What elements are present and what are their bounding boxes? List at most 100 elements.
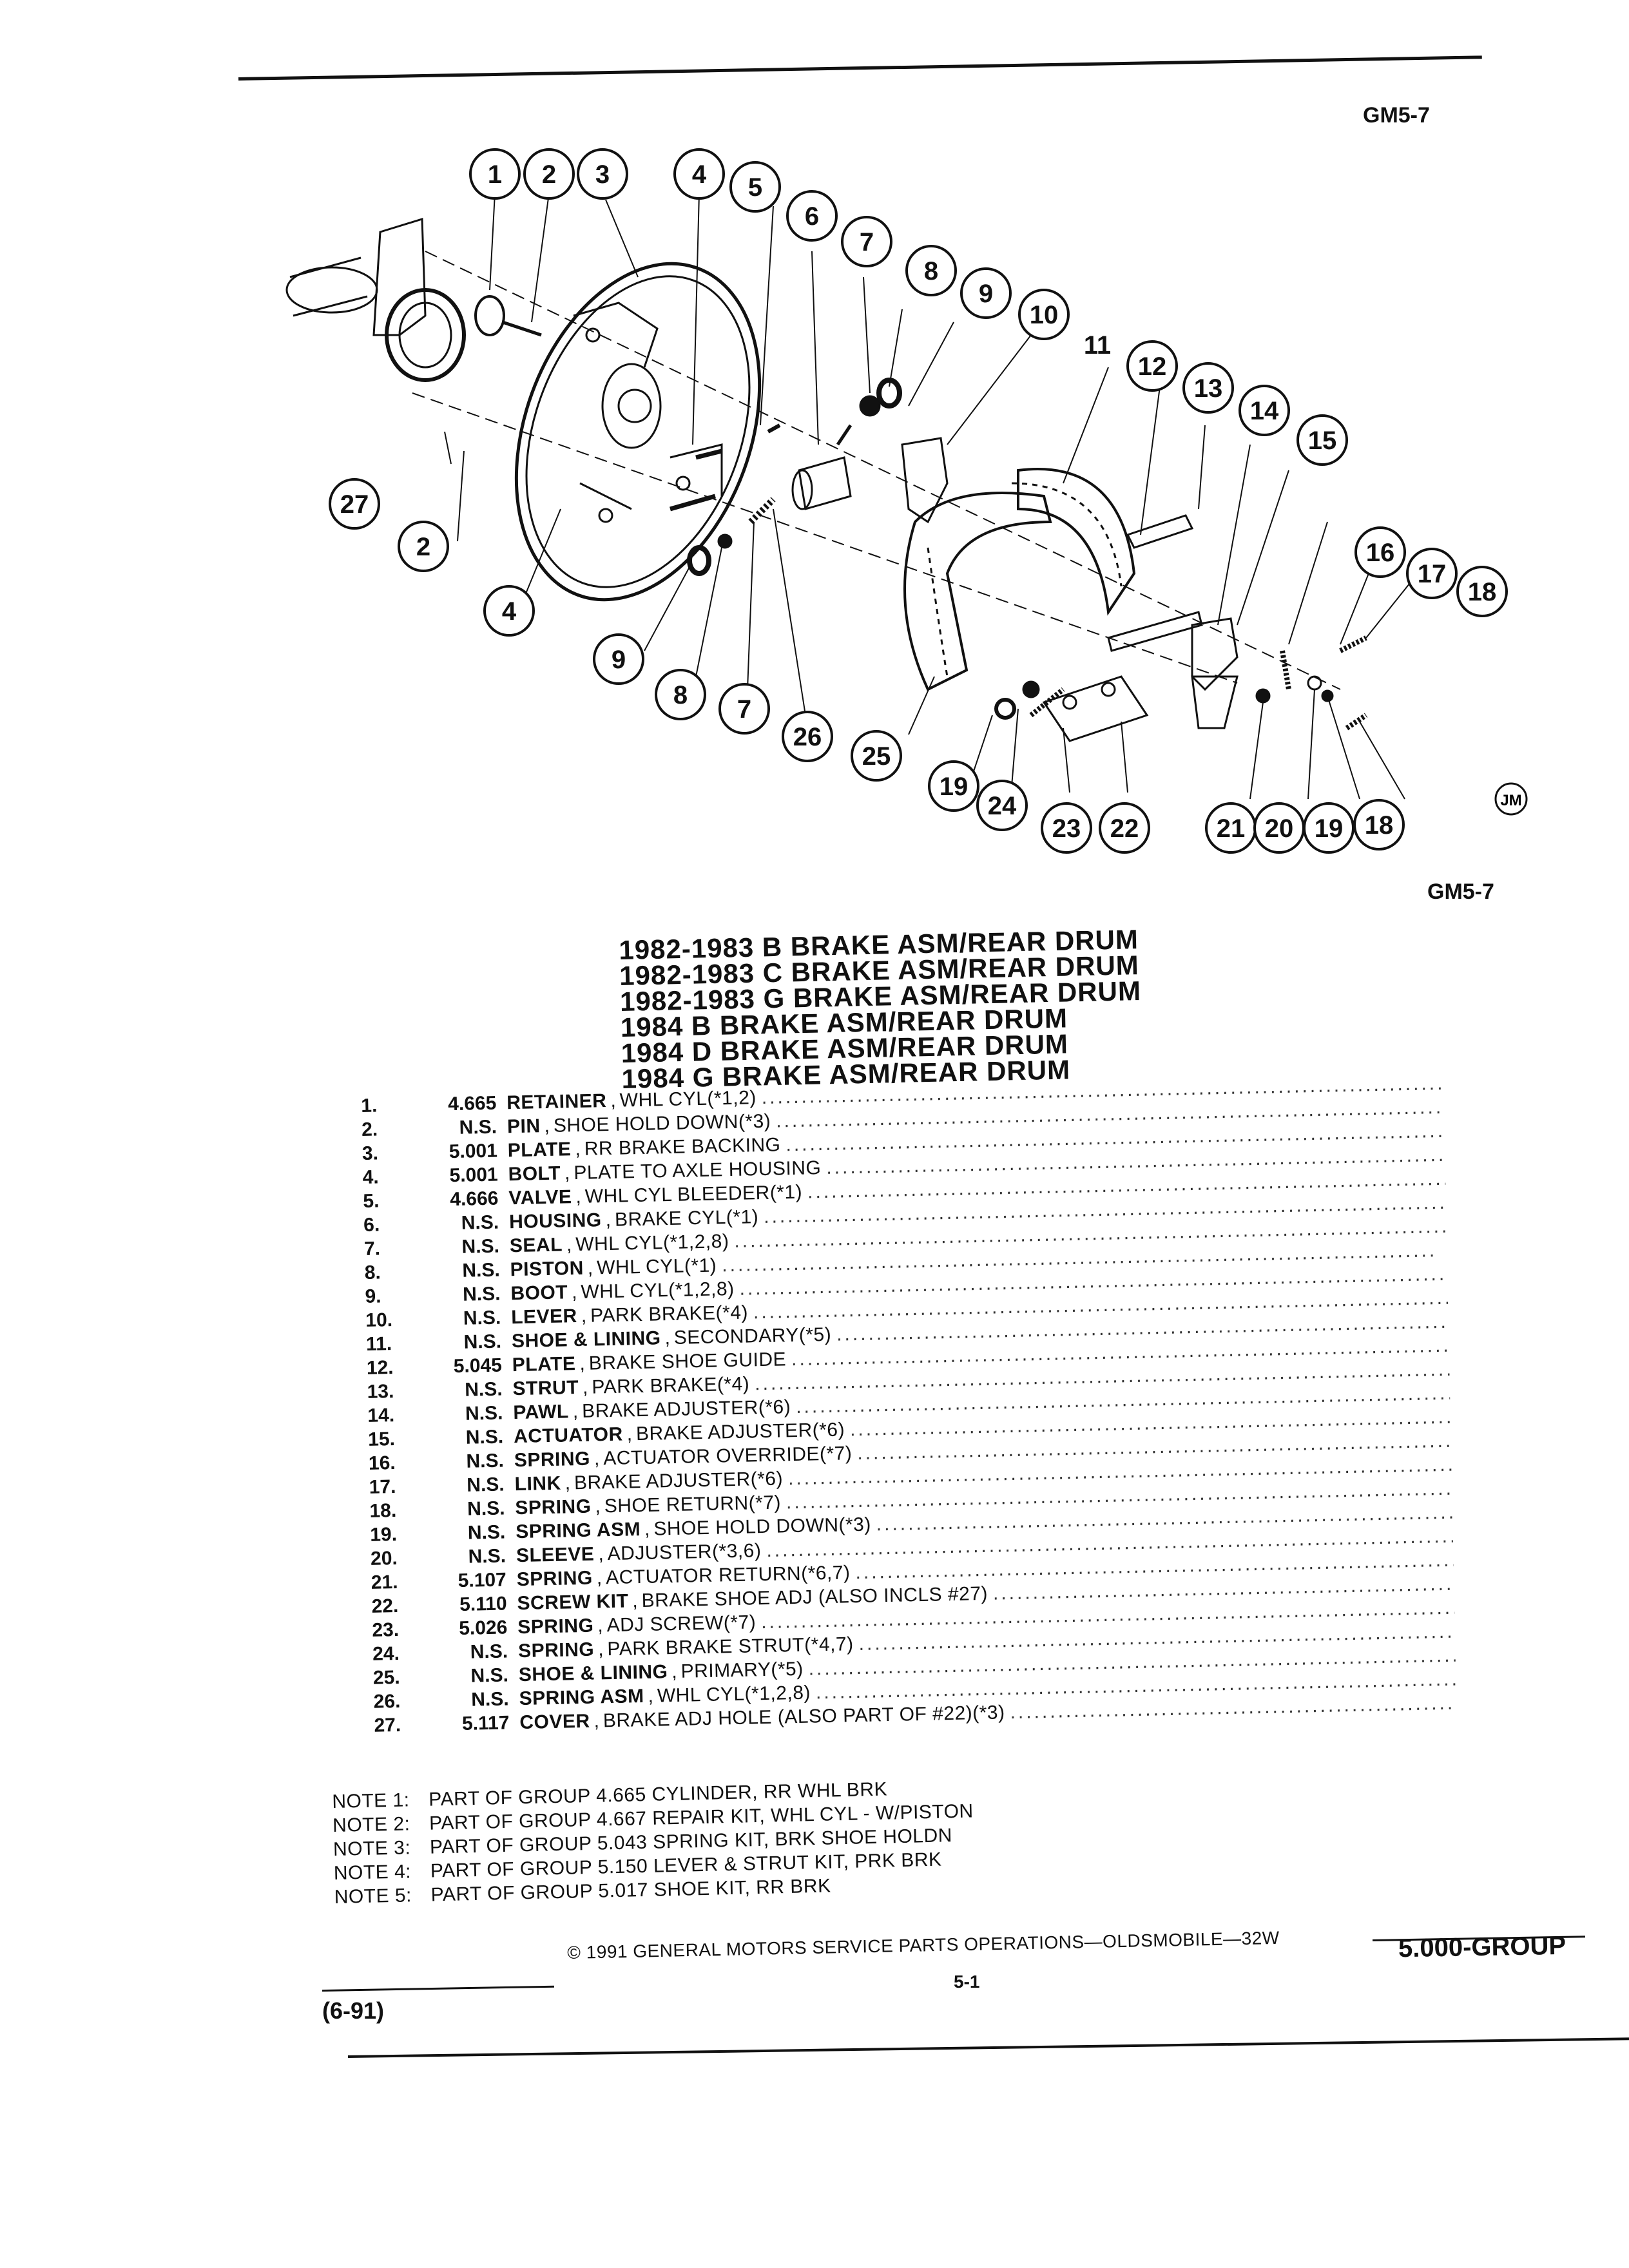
part-number: 11. (365, 1333, 392, 1355)
part-description: SHOE HOLD DOWN(*3) (553, 1110, 771, 1137)
part-name: SPRING (514, 1448, 591, 1472)
part-number: 5. (363, 1190, 380, 1212)
group-label: 5.000-GROUP (1398, 1931, 1566, 1963)
part-group: N.S. (465, 1402, 503, 1425)
part-number: 20. (370, 1547, 398, 1570)
part-number: 18. (369, 1499, 397, 1522)
part-description: PARK BRAKE STRUT(*4,7) (607, 1633, 854, 1660)
part-name: PIN (506, 1115, 541, 1138)
callout-12: 12 (1138, 352, 1167, 381)
separator: , (582, 1376, 588, 1398)
part-group: N.S. (470, 1640, 508, 1663)
diagram-code-top: GM5-7 (1363, 103, 1430, 128)
callout-8: 8 (924, 257, 938, 285)
artist-mark: JM (1500, 792, 1521, 809)
revision-date: (6-91) (322, 1997, 385, 2024)
callout-3: 3 (595, 160, 610, 189)
part-name: RETAINER (506, 1090, 607, 1114)
part-number: 21. (371, 1571, 398, 1593)
part-number: 8. (364, 1262, 381, 1283)
part-number: 27. (374, 1714, 401, 1736)
part-description: WHL CYL(*1,2) (619, 1087, 757, 1111)
part-group: N.S. (462, 1259, 501, 1282)
page-number: 5-1 (954, 1972, 980, 1992)
part-number: 17. (369, 1475, 396, 1498)
part-group: N.S. (470, 1664, 509, 1687)
part-name: SHOE & LINING (518, 1661, 668, 1686)
note-label: NOTE 1: (332, 1789, 410, 1812)
callout-7-lower: 7 (737, 695, 751, 724)
footer-rule-left (322, 1985, 554, 1992)
part-group: N.S. (470, 1688, 510, 1711)
part-name: PLATE (512, 1353, 576, 1376)
part-description: WHL CYL(*1,2,8) (581, 1278, 735, 1303)
separator: , (593, 1710, 600, 1732)
part-number: 15. (367, 1428, 396, 1450)
callout-18-lower: 18 (1365, 811, 1394, 840)
separator: , (587, 1257, 593, 1279)
separator: , (566, 1234, 572, 1256)
callout-14: 14 (1250, 397, 1279, 425)
part-group: 5.026 (458, 1617, 508, 1639)
part-group: N.S. (467, 1497, 505, 1520)
part-group: N.S. (468, 1545, 506, 1568)
title-block: 1982-1983 B BRAKE ASM/REAR DRUM 1982-198… (619, 924, 1240, 1094)
part-group: 4.665 (447, 1092, 497, 1115)
callout-2: 2 (542, 160, 556, 189)
part-number: 6. (363, 1214, 380, 1236)
separator: , (579, 1352, 586, 1374)
separator: , (597, 1615, 604, 1637)
part-description: WHL CYL(*1) (596, 1254, 717, 1279)
part-description: WHL CYL(*1,2,8) (657, 1682, 811, 1707)
part-number: 7. (363, 1238, 381, 1260)
part-group: N.S. (467, 1474, 505, 1496)
separator: , (648, 1685, 654, 1707)
callout-9: 9 (979, 280, 993, 308)
part-name: ACTUATOR (513, 1423, 623, 1448)
part-description: PRIMARY(*5) (680, 1658, 804, 1682)
part-name: SPRING (517, 1615, 594, 1639)
callout-10: 10 (1030, 301, 1059, 329)
separator: , (626, 1423, 633, 1445)
part-group: N.S. (459, 1116, 497, 1139)
callout-8-lower: 8 (673, 681, 688, 709)
callout-26: 26 (793, 723, 822, 751)
exploded-brake-diagram: 1 2 3 4 5 6 7 8 9 10 11 12 13 14 15 16 1… (285, 148, 1528, 854)
part-description: ADJUSTER(*3,6) (607, 1540, 762, 1565)
part-description: RR BRAKE BACKING (584, 1134, 781, 1160)
callout-25: 25 (862, 742, 891, 771)
separator: , (596, 1567, 602, 1589)
part-name: SLEEVE (516, 1543, 595, 1567)
part-description: WHL CYL(*1,2,8) (575, 1231, 729, 1256)
part-description: SECONDARY(*5) (673, 1323, 832, 1349)
separator: , (664, 1327, 671, 1349)
part-name: COVER (519, 1710, 590, 1734)
callout-2-lower: 2 (416, 533, 430, 561)
callout-15: 15 (1308, 427, 1337, 455)
separator: , (632, 1590, 639, 1612)
separator: , (597, 1639, 604, 1660)
part-description: PARK BRAKE(*4) (592, 1373, 750, 1398)
part-group: 4.666 (449, 1187, 499, 1211)
separator: , (581, 1305, 587, 1327)
part-number: 2. (361, 1119, 378, 1140)
callout-17: 17 (1418, 560, 1447, 588)
callout-9-lower: 9 (612, 646, 626, 674)
part-description: BRAKE ADJUSTER(*6) (635, 1419, 845, 1445)
callout-19-right: 19 (1315, 814, 1344, 843)
separator: , (593, 1448, 600, 1470)
part-description: ACTUATOR RETURN(*6,7) (605, 1562, 851, 1589)
callout-11: 11 (1084, 331, 1111, 360)
part-group: N.S. (463, 1307, 501, 1329)
separator: , (571, 1282, 577, 1303)
part-number: 25. (372, 1666, 400, 1689)
separator: , (575, 1138, 581, 1160)
callout-4: 4 (692, 160, 707, 189)
separator: , (598, 1543, 604, 1565)
part-group: N.S. (463, 1331, 502, 1353)
part-number: 24. (372, 1642, 400, 1665)
part-group: 5.045 (453, 1354, 503, 1378)
separator: , (544, 1115, 550, 1137)
part-description: SHOE RETURN(*7) (604, 1492, 782, 1517)
